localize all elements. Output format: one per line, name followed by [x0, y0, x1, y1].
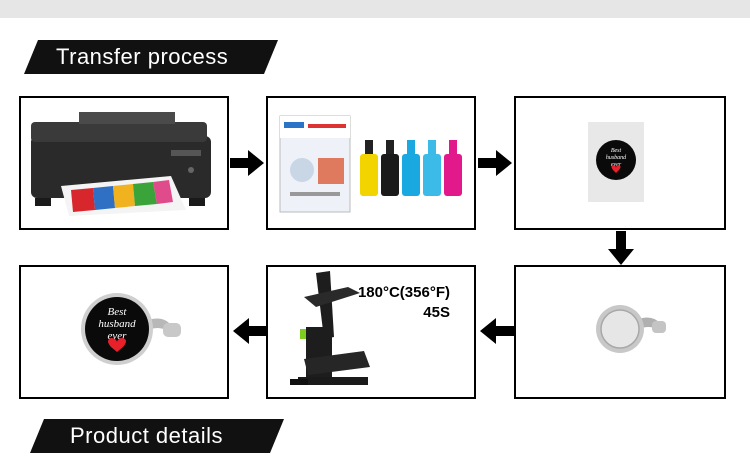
transfer-process-title: Transfer process: [56, 44, 229, 69]
svg-text:Best: Best: [108, 306, 128, 318]
arrow-left-icon: [233, 318, 267, 344]
finished-cufflink-icon: Best husband ever: [81, 293, 181, 365]
heart-icon: [108, 338, 126, 352]
ink-bottles: [360, 140, 462, 196]
step-heat-press-box: 180°C(356°F) 45S: [266, 265, 476, 399]
arrow-down-icon: [608, 231, 634, 265]
step-materials-box: [266, 96, 476, 230]
heat-press-icon: [290, 271, 370, 385]
product-details-title: Product details: [70, 423, 224, 448]
arrow-right-icon: [478, 150, 512, 176]
top-strip: [0, 0, 750, 18]
arrow-right-icon: [230, 150, 264, 176]
svg-text:ever: ever: [611, 162, 622, 168]
banner-shape: [30, 419, 284, 453]
banner-shape: [24, 40, 278, 74]
step-printed-design-box: Best husband ever: [514, 96, 726, 230]
time-label: 45S: [423, 304, 450, 321]
step-print-box: [19, 96, 229, 230]
svg-text:husband: husband: [98, 318, 136, 330]
step-finished-box: Best husband ever: [19, 265, 229, 399]
product-details-banner: Product details: [30, 419, 284, 453]
temperature-label: 180°C(356°F): [357, 284, 450, 301]
sublimation-paper-ink-icon: [279, 115, 462, 213]
transfer-process-banner: Transfer process: [24, 40, 278, 74]
heart-icon: [611, 165, 621, 173]
arrow-left-icon: [480, 318, 514, 344]
printer-icon: [31, 112, 211, 216]
printed-design-icon: Best husband ever: [588, 122, 644, 202]
svg-text:husband: husband: [606, 155, 627, 161]
svg-text:Best: Best: [611, 148, 622, 154]
blank-cufflink-icon: [596, 305, 666, 353]
step-blank-cufflink-box: [514, 265, 726, 399]
